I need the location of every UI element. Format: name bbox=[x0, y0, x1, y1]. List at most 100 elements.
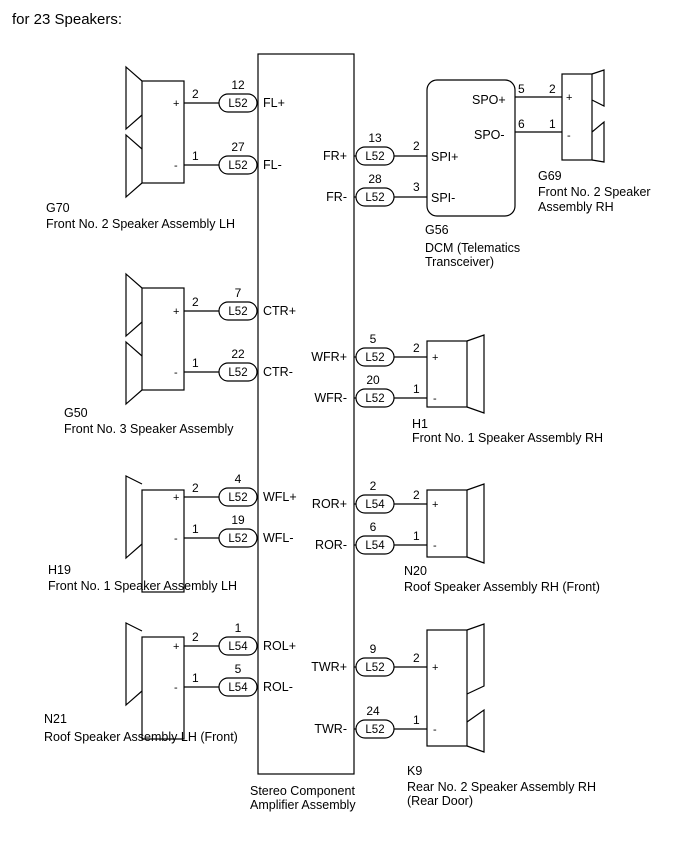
speaker-body-K9 bbox=[426, 629, 468, 747]
speaker-name-G69: Front No. 2 Speaker bbox=[538, 185, 651, 199]
connector-label-TWR+: L52 bbox=[365, 662, 384, 674]
amp-pin-FL+: 12 bbox=[231, 78, 245, 92]
fr-plus-amp-pin: 13 bbox=[368, 131, 382, 145]
connector-FL+ bbox=[218, 93, 258, 113]
amp-pin-ROL-: 5 bbox=[235, 662, 242, 676]
dcm-spo-plus-pin: 5 bbox=[518, 82, 525, 96]
signal-WFL-: WFL- bbox=[263, 531, 294, 545]
speaker-name-K9: Rear No. 2 Speaker Assembly RH bbox=[407, 780, 596, 794]
amp-pin-WFR-: 20 bbox=[366, 373, 380, 387]
fr-plus-connector bbox=[355, 146, 395, 166]
speaker-minus-sign-N20: - bbox=[433, 540, 437, 552]
speaker-cone-lower-G69 bbox=[591, 120, 605, 163]
speaker-plus-sign-G50: + bbox=[173, 306, 179, 318]
connector-label-WFL-: L52 bbox=[228, 533, 247, 545]
speaker-plus-sign-K9: + bbox=[432, 662, 438, 674]
speaker-body-H1 bbox=[426, 340, 468, 408]
connector-ROL+ bbox=[218, 636, 258, 656]
speaker-name-N21: Roof Speaker Assembly LH (Front) bbox=[44, 730, 238, 744]
connector-label-CTR+: L52 bbox=[228, 306, 247, 318]
connector-WFR+ bbox=[355, 347, 395, 367]
speaker-pin-minus-N20: 1 bbox=[413, 529, 420, 543]
connector-label-ROR-: L54 bbox=[365, 540, 385, 552]
amp-pin-TWR+: 9 bbox=[370, 642, 377, 656]
signal-FL-: FL- bbox=[263, 158, 282, 172]
speaker-cone-lower-K9 bbox=[466, 708, 485, 753]
speaker-plus-sign-H19: + bbox=[173, 492, 179, 504]
speaker-plus-sign-G70: + bbox=[173, 98, 179, 110]
speaker-minus-sign-G69: - bbox=[567, 130, 571, 142]
speaker-pin-minus-G50: 1 bbox=[192, 356, 199, 370]
speaker-name2-K9: (Rear Door) bbox=[407, 794, 473, 808]
speaker-cone-lower-G70 bbox=[125, 133, 143, 199]
speaker-body-G50 bbox=[141, 287, 185, 391]
signal-ROR-: ROR- bbox=[315, 538, 347, 552]
amplifier-label-line2: Amplifier Assembly bbox=[250, 798, 356, 812]
connector-label-ROL+: L54 bbox=[228, 641, 248, 653]
connector-WFL- bbox=[218, 528, 258, 548]
amp-pin-WFL-: 19 bbox=[231, 513, 245, 527]
connector-label-ROL-: L54 bbox=[228, 682, 248, 694]
speaker-pin-minus-G70: 1 bbox=[192, 149, 199, 163]
diagram-heading: for 23 Speakers: bbox=[12, 11, 122, 28]
speaker-plus-sign-N21: + bbox=[173, 641, 179, 653]
connector-WFR- bbox=[355, 388, 395, 408]
speaker-pin-plus-G69: 2 bbox=[549, 82, 556, 96]
signal-FL+: FL+ bbox=[263, 96, 285, 110]
speaker-name-G70: Front No. 2 Speaker Assembly LH bbox=[46, 217, 235, 231]
speaker-cone-upper-K9 bbox=[466, 623, 485, 695]
speaker-pin-minus-G69: 1 bbox=[549, 117, 556, 131]
connector-ROR- bbox=[355, 535, 395, 555]
speaker-pin-minus-K9: 1 bbox=[413, 713, 420, 727]
speaker-cone-H19 bbox=[125, 475, 143, 560]
speaker-code-H1: H1 bbox=[412, 417, 428, 431]
amp-pin-ROR-: 6 bbox=[370, 520, 377, 534]
connector-CTR+ bbox=[218, 301, 258, 321]
speaker-code-G50: G50 bbox=[64, 406, 88, 420]
amp-pin-ROR+: 2 bbox=[370, 479, 377, 493]
speaker-code-N21: N21 bbox=[44, 712, 67, 726]
connector-label-TWR-: L52 bbox=[365, 724, 384, 736]
fr-plus-connector-label: L52 bbox=[365, 151, 384, 163]
connector-label-WFL+: L52 bbox=[228, 492, 247, 504]
connector-ROL- bbox=[218, 677, 258, 697]
connector-CTR- bbox=[218, 362, 258, 382]
amp-pin-WFL+: 4 bbox=[235, 472, 242, 486]
signal-CTR-: CTR- bbox=[263, 365, 293, 379]
amplifier-label-line1: Stereo Component bbox=[250, 784, 355, 798]
signal-ROL-: ROL- bbox=[263, 680, 293, 694]
speaker-cone-upper-G50 bbox=[125, 272, 143, 338]
fr-minus-connector-label: L52 bbox=[365, 192, 384, 204]
dcm-spi-plus-pin: 2 bbox=[413, 139, 420, 153]
amp-pin-CTR-: 22 bbox=[231, 347, 245, 361]
speaker-body-N20 bbox=[426, 489, 468, 558]
speaker-pin-minus-N21: 1 bbox=[192, 671, 199, 685]
speaker-code-G69: G69 bbox=[538, 169, 562, 183]
speaker-minus-sign-G70: - bbox=[174, 160, 178, 172]
speaker-cone-H1 bbox=[466, 334, 485, 414]
speaker-cone-upper-G70 bbox=[125, 65, 143, 131]
speaker-minus-sign-H1: - bbox=[433, 393, 437, 405]
signal-WFR+: WFR+ bbox=[311, 350, 347, 364]
connector-label-WFR+: L52 bbox=[365, 352, 384, 364]
amp-pin-ROL+: 1 bbox=[235, 621, 242, 635]
speaker-pin-minus-H1: 1 bbox=[413, 382, 420, 396]
speaker-minus-sign-H19: - bbox=[174, 533, 178, 545]
dcm-spo-plus-label: SPO+ bbox=[472, 93, 506, 107]
dcm-label-line1: DCM (Telematics bbox=[425, 241, 520, 255]
speaker-cone-lower-G50 bbox=[125, 340, 143, 406]
speaker-name2-G69: Assembly RH bbox=[538, 200, 614, 214]
speaker-body-N21 bbox=[141, 636, 185, 740]
speaker-cone-N21 bbox=[125, 622, 143, 707]
speaker-cone-N20 bbox=[466, 483, 485, 564]
speaker-code-H19: H19 bbox=[48, 563, 71, 577]
fr-plus-signal: FR+ bbox=[323, 149, 347, 163]
connector-ROR+ bbox=[355, 494, 395, 514]
signal-ROL+: ROL+ bbox=[263, 639, 296, 653]
speaker-pin-plus-H1: 2 bbox=[413, 341, 420, 355]
speaker-pin-plus-K9: 2 bbox=[413, 651, 420, 665]
speaker-name-H1: Front No. 1 Speaker Assembly RH bbox=[412, 431, 603, 445]
speaker-minus-sign-K9: - bbox=[433, 724, 437, 736]
speaker-minus-sign-G50: - bbox=[174, 367, 178, 379]
